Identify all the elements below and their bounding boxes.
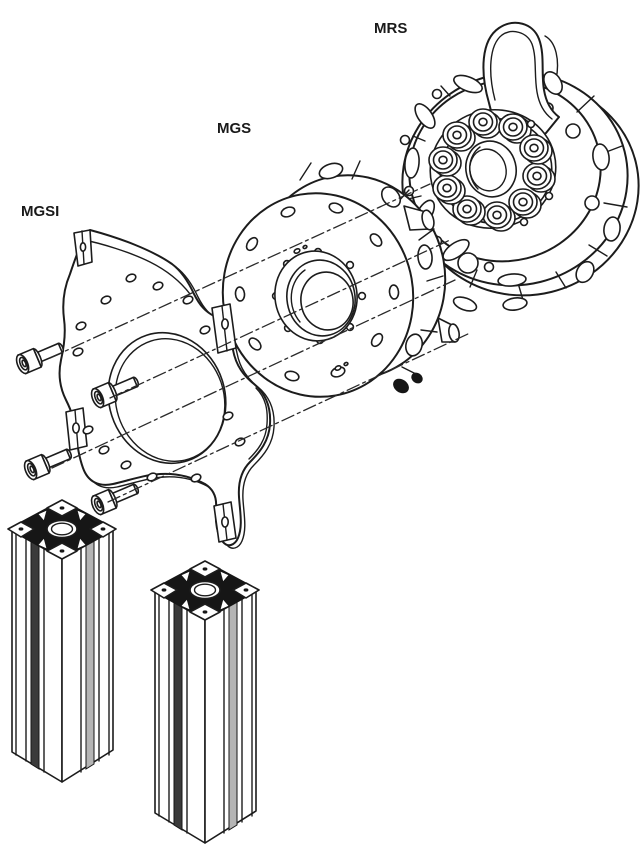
mrs-flange-drawing [399,21,640,312]
mgs-pilot-holes [293,244,349,372]
mgsi-plate-drawing [58,229,275,549]
mrs-face-slots [399,60,600,287]
mgsi-corner-tabs [65,229,237,543]
mgsi-center-hole [107,331,227,465]
mgs-side-bosses [393,205,460,394]
socket-head-screw-1 [13,337,68,377]
extrusion-column-left [7,499,117,783]
mrs-center-bore [465,140,517,198]
extrusion-column-right [150,560,260,844]
centerline-axes [49,183,471,503]
mrs-label: MRS [374,20,407,37]
mgsi-hole-ring [72,273,246,483]
mgs-center-bore [274,250,358,342]
socket-head-screw-3 [21,443,76,483]
mrs-bolt-ring [428,108,557,232]
mgs-rim-segments [299,160,444,375]
mgsi-label: MGSI [21,203,59,220]
mrs-bolts [428,108,556,232]
mgs-label: MGS [217,120,251,137]
mgs-rim-holes [318,162,433,357]
